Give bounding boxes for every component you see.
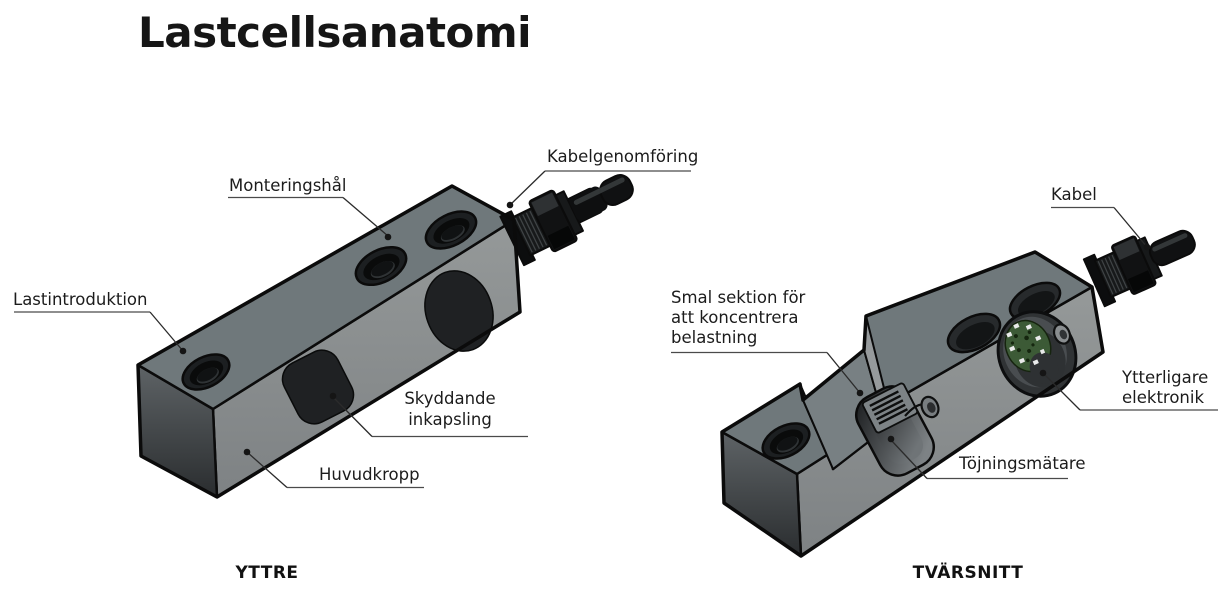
label-cable-gland: Kabelgenomföring — [547, 147, 699, 166]
cable — [1148, 229, 1196, 267]
mounting-hole-2 — [424, 210, 478, 250]
cavity-side-hole — [1052, 323, 1072, 345]
leader-lastintroduktion — [14, 311, 184, 352]
leader-skyddande — [332, 396, 528, 438]
label-protective-encapsulation: Skyddande inkapsling — [372, 388, 528, 430]
label-strain-gauge: Töjningsmätare — [959, 454, 1086, 473]
leader-monteringshal — [228, 196, 389, 237]
label-leader-lines — [14, 170, 1218, 489]
label-main-body: Huvudkropp — [319, 465, 420, 484]
strain-gauge-pocket — [855, 382, 940, 477]
leader-huvudkropp — [246, 451, 424, 489]
mounting-slot-1 — [946, 312, 1002, 354]
leader-ytterligare — [1043, 373, 1218, 411]
wire-hole — [920, 395, 940, 419]
label-additional-electronics: Ytterligare elektronik — [1122, 368, 1208, 408]
leader-kabel — [1051, 206, 1148, 248]
label-narrow-section: Smal sektion för att koncentrera belastn… — [671, 288, 805, 348]
label-line: elektronik — [1122, 388, 1205, 407]
protective-cover-round — [424, 270, 494, 352]
electronics-cavity — [996, 310, 1078, 398]
cable-gland — [1082, 229, 1196, 308]
exterior-loadcell-illustration — [136, 174, 634, 499]
pcb — [1004, 319, 1059, 384]
leader-kabelgenomforing — [509, 170, 691, 206]
exterior-silhouette — [136, 184, 522, 499]
cable-gland — [499, 174, 634, 267]
label-line: Smal sektion för — [671, 288, 806, 307]
caption-exterior: YTTRE — [235, 563, 299, 583]
caption-cross-section: TVÄRSNITT — [912, 563, 1024, 583]
protective-cover-square — [281, 349, 355, 425]
page-title: Lastcellsanatomi — [138, 8, 532, 57]
label-line: inkapsling — [408, 410, 492, 429]
cross-section-silhouette — [720, 250, 1105, 558]
load-introduction-hole — [761, 422, 811, 460]
mounting-slot-2 — [1008, 281, 1062, 321]
label-line: belastning — [671, 328, 758, 347]
leader-tojningsmatare — [890, 439, 1068, 480]
leader-dots — [179, 201, 1151, 456]
strain-gauge — [861, 382, 919, 434]
label-line: Skyddande — [404, 389, 496, 408]
label-line: Ytterligare — [1122, 368, 1209, 387]
label-load-introduction: Lastintroduktion — [13, 290, 148, 309]
label-mounting-holes: Monteringshål — [229, 176, 347, 195]
leader-smal-sektion — [671, 351, 861, 394]
load-introduction-hole — [181, 353, 231, 391]
label-line: att koncentrera — [671, 308, 799, 327]
label-cable: Kabel — [1051, 185, 1097, 204]
mounting-hole-1 — [354, 245, 408, 287]
cross-section-loadcell-illustration — [720, 229, 1196, 558]
